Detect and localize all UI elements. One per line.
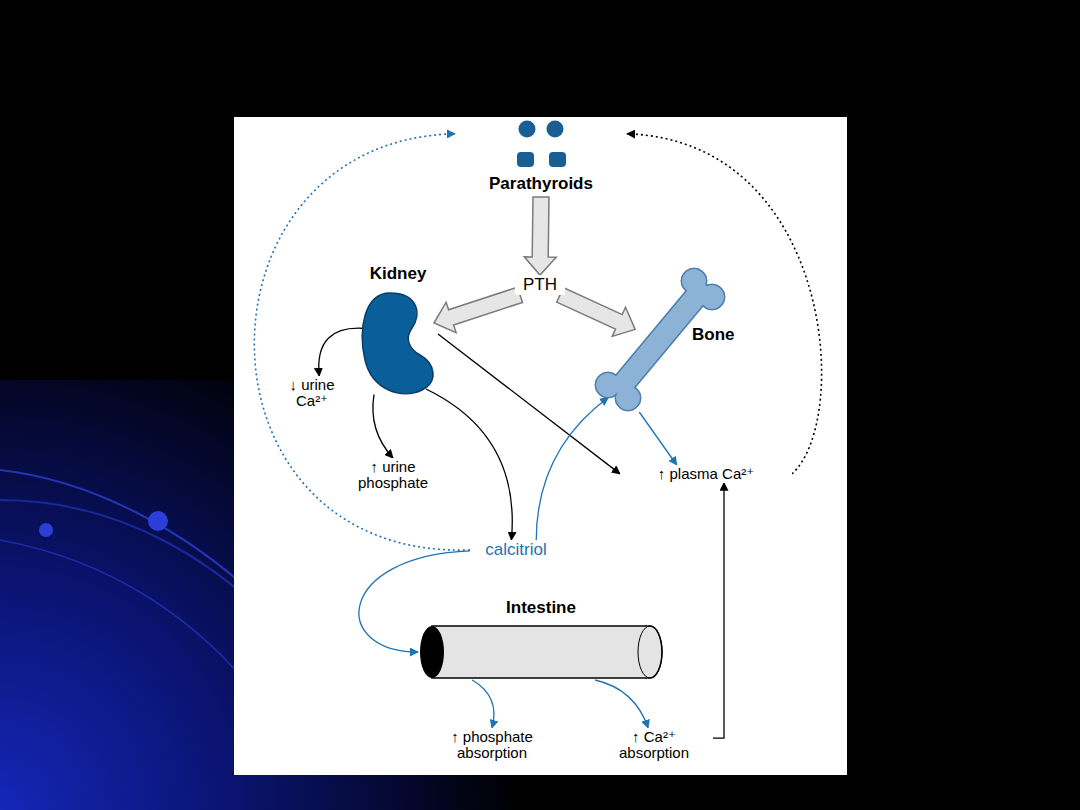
node-text: calcitriol	[470, 540, 562, 560]
parathyroid-glands: Parathyroids	[455, 118, 627, 197]
kidney-shape	[358, 290, 438, 400]
node-text: PTH	[515, 275, 565, 295]
effect-text: ↑ plasma Ca²⁺	[620, 465, 792, 483]
parathyroid-shape	[455, 118, 627, 170]
kidney-organ: Kidney	[358, 290, 438, 400]
effect-text: ↑ urine phosphate	[345, 458, 441, 492]
effect-arrow	[639, 412, 677, 465]
hormone-label: calcitriol	[470, 540, 562, 560]
effect-arrow	[536, 398, 608, 541]
bone-organ: Bone	[592, 267, 727, 412]
node-text: ↑ urine phosphate	[345, 458, 441, 492]
node-text: ↑ plasma Ca²⁺	[620, 465, 792, 483]
effect-arrow	[472, 680, 494, 728]
feedback-arrow	[254, 134, 470, 550]
organ-label: Intestine	[506, 598, 576, 618]
intestine-organ: Intestine	[418, 624, 664, 680]
node-text: ↑ Ca²⁺ absorption	[595, 728, 713, 762]
organ-label: Parathyroids	[455, 174, 627, 197]
hollow-arrow	[557, 288, 636, 337]
effect-text: ↑ phosphate absorption	[420, 728, 564, 762]
node-text: ↓ urine Ca²⁺	[276, 376, 348, 410]
organ-label: Bone	[692, 325, 735, 345]
effect-text: ↑ Ca²⁺ absorption	[595, 728, 713, 762]
effect-arrow	[319, 328, 366, 376]
effect-arrow	[373, 395, 393, 459]
diagram-panel	[234, 117, 847, 775]
organ-label: Kidney	[370, 264, 427, 284]
effect-arrow	[713, 483, 724, 738]
effect-text: ↓ urine Ca²⁺	[276, 376, 348, 410]
effect-arrow	[595, 680, 648, 728]
node-text: ↑ phosphate absorption	[420, 728, 564, 762]
hormone-label: PTH	[515, 275, 565, 295]
feedback-arrow	[627, 134, 822, 474]
hollow-arrow	[524, 197, 556, 275]
intestine-shape	[418, 624, 664, 680]
hollow-arrow	[434, 287, 523, 332]
effect-arrow	[438, 334, 620, 474]
